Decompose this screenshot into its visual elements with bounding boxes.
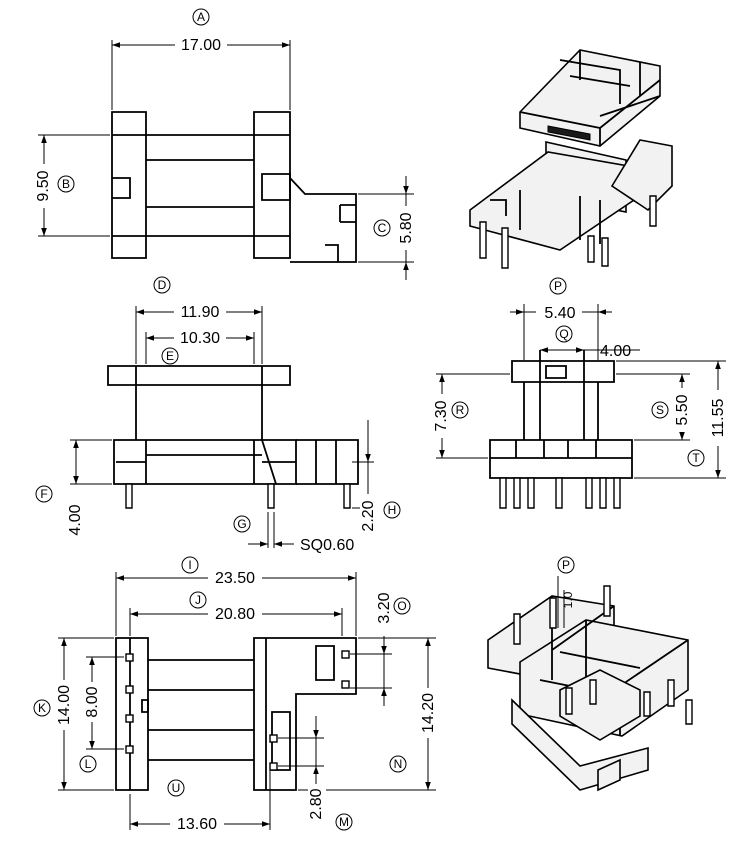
- bottom-view: 23.50 I 20.80 J 3.20 O 14.00 K 8.00: [33, 556, 438, 833]
- dim-value-I: 23.50: [215, 570, 255, 587]
- dim-label-E: E: [166, 349, 174, 363]
- dim-label-N: N: [394, 757, 403, 771]
- dim-value-N: 14.20: [420, 693, 437, 733]
- dim-label-P: P: [554, 279, 562, 293]
- top-view: 17.00 A 9.50 B 5.80 C: [34, 8, 416, 280]
- dim-value-D: 11.90: [181, 304, 220, 321]
- dim-label-M: M: [339, 815, 349, 829]
- dim-value-B: 9.50: [35, 170, 52, 201]
- dim-value-F: 4.00: [67, 504, 84, 535]
- dim-label-L: L: [85, 757, 92, 771]
- dim-label-D: D: [158, 278, 167, 292]
- dim-label-S: S: [656, 403, 664, 417]
- dim-value-O: 3.20: [376, 592, 393, 623]
- dim-label-K: K: [38, 701, 46, 715]
- side-view: 5.40 P 4.00 Q 7.30 R 5.50 S 11.55 T: [432, 277, 728, 509]
- isometric-view-bottom: 1.0 P: [487, 556, 693, 792]
- dim-label-J: J: [195, 593, 201, 607]
- dim-value-J: 20.80: [215, 606, 255, 623]
- dim-value-H: 2.20: [360, 500, 377, 531]
- dim-value-pin-pitch: 1.0: [561, 591, 575, 608]
- dim-value-T: 11.55: [710, 398, 727, 437]
- dim-label-F: F: [40, 487, 47, 501]
- dim-label-I: I: [188, 558, 191, 572]
- dim-label-T: T: [692, 451, 700, 465]
- dim-label-Q: Q: [559, 327, 568, 341]
- dim-label-B: B: [62, 177, 70, 191]
- dim-value-A: 17.00: [181, 37, 221, 54]
- dim-label-R: R: [456, 403, 465, 417]
- dim-value-S: 5.50: [674, 394, 691, 425]
- dim-value-Q: 4.00: [600, 343, 631, 360]
- isometric-view-top: [469, 49, 673, 269]
- dim-label-P2: P: [562, 558, 570, 572]
- dim-value-C: 5.80: [398, 212, 415, 243]
- dim-value-U: 13.60: [177, 816, 217, 833]
- dim-label-A: A: [197, 10, 205, 24]
- dim-label-G: G: [237, 517, 246, 531]
- dim-value-G: SQ0.60: [300, 537, 354, 554]
- dim-label-O: O: [397, 599, 406, 613]
- dim-value-E: 10.30: [180, 330, 220, 347]
- dim-value-L: 8.00: [84, 686, 101, 717]
- dim-value-K: 14.00: [56, 685, 73, 725]
- dim-label-C: C: [378, 221, 387, 235]
- dim-label-H: H: [388, 503, 397, 517]
- front-view: 11.90 D 10.30 E 4.00 F 2.20 H SQ0.60 G: [35, 276, 401, 554]
- dim-value-R: 7.30: [433, 400, 450, 431]
- dim-label-U: U: [172, 781, 181, 795]
- dim-value-M: 2.80: [308, 788, 325, 819]
- dim-value-P: 5.40: [544, 305, 575, 322]
